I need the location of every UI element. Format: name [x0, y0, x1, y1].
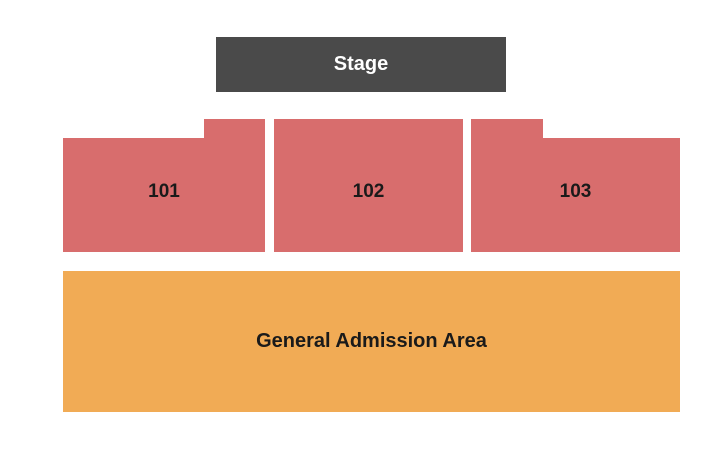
stage-label: Stage — [333, 53, 389, 75]
section-103[interactable]: 103 — [471, 119, 680, 252]
stage: Stage — [216, 37, 506, 92]
section-102[interactable]: 102 — [274, 119, 463, 252]
section-102-shape — [274, 119, 463, 252]
section-101[interactable]: 101 — [63, 119, 265, 252]
general-admission-label: General Admission Area — [256, 330, 487, 352]
section-103-shape — [471, 119, 680, 252]
section-101-shape — [63, 119, 265, 252]
section-102-label: 102 — [352, 181, 385, 202]
section-103-label: 103 — [559, 181, 592, 202]
general-admission-area[interactable]: General Admission Area — [63, 271, 680, 412]
section-101-label: 101 — [148, 181, 180, 202]
